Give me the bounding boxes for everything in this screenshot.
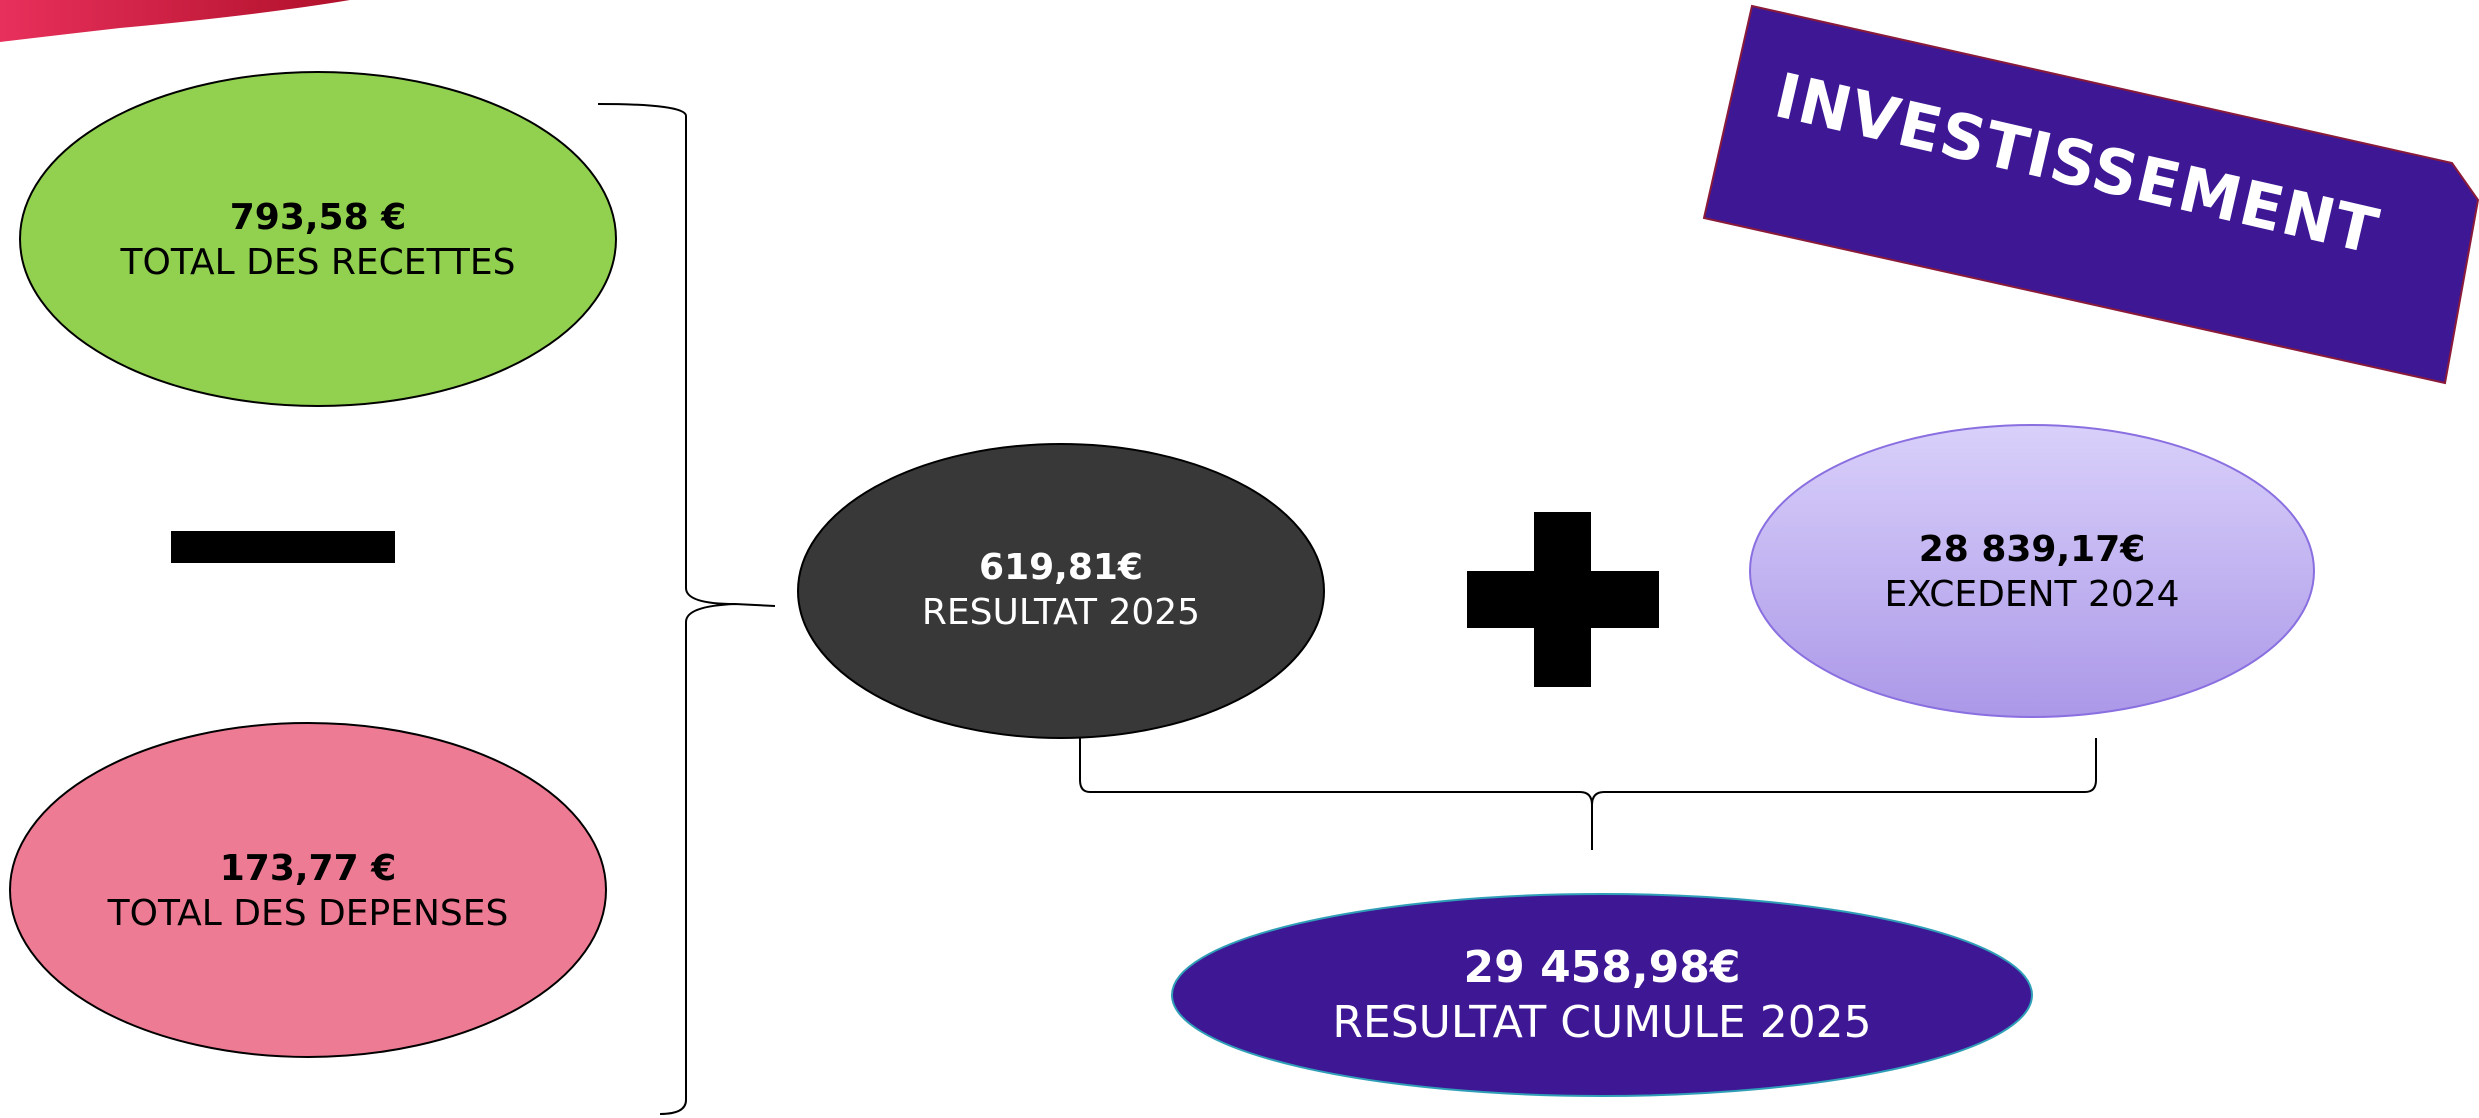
cumule-value: 29 458,98€ bbox=[1463, 942, 1741, 993]
excedent-text: 28 839,17€ EXCEDENT 2024 bbox=[1750, 502, 2314, 642]
depenses-label: TOTAL DES DEPENSES bbox=[107, 893, 509, 934]
investissement-banner-shape bbox=[1702, 4, 2479, 385]
plus-icon bbox=[1467, 512, 1659, 687]
resultat-ellipse bbox=[797, 443, 1325, 739]
cumule-text: 29 458,98€ RESULTAT CUMULE 2025 bbox=[1172, 925, 2032, 1065]
excedent-ellipse bbox=[1749, 424, 2315, 718]
recettes-text: 793,58 € TOTAL DES RECETTES bbox=[20, 170, 616, 310]
decorative-swoosh bbox=[0, 0, 350, 42]
minus-icon bbox=[171, 531, 395, 563]
recettes-label: TOTAL DES RECETTES bbox=[120, 242, 516, 283]
cumule-label: RESULTAT CUMULE 2025 bbox=[1332, 997, 1872, 1048]
depenses-ellipse bbox=[9, 722, 607, 1058]
excedent-label: EXCEDENT 2024 bbox=[1884, 574, 2180, 615]
bottom-brace bbox=[1079, 738, 2097, 850]
cumule-ellipse bbox=[1171, 893, 2033, 1097]
recettes-value: 793,58 € bbox=[229, 197, 407, 238]
excedent-value: 28 839,17€ bbox=[1918, 529, 2146, 570]
resultat-value: 619,81€ bbox=[979, 547, 1143, 588]
depenses-text: 173,77 € TOTAL DES DEPENSES bbox=[10, 821, 606, 961]
resultat-label: RESULTAT 2025 bbox=[921, 592, 1201, 633]
left-brace bbox=[597, 103, 776, 1115]
recettes-ellipse bbox=[19, 71, 617, 407]
depenses-value: 173,77 € bbox=[219, 848, 397, 889]
resultat-text: 619,81€ RESULTAT 2025 bbox=[798, 520, 1324, 660]
